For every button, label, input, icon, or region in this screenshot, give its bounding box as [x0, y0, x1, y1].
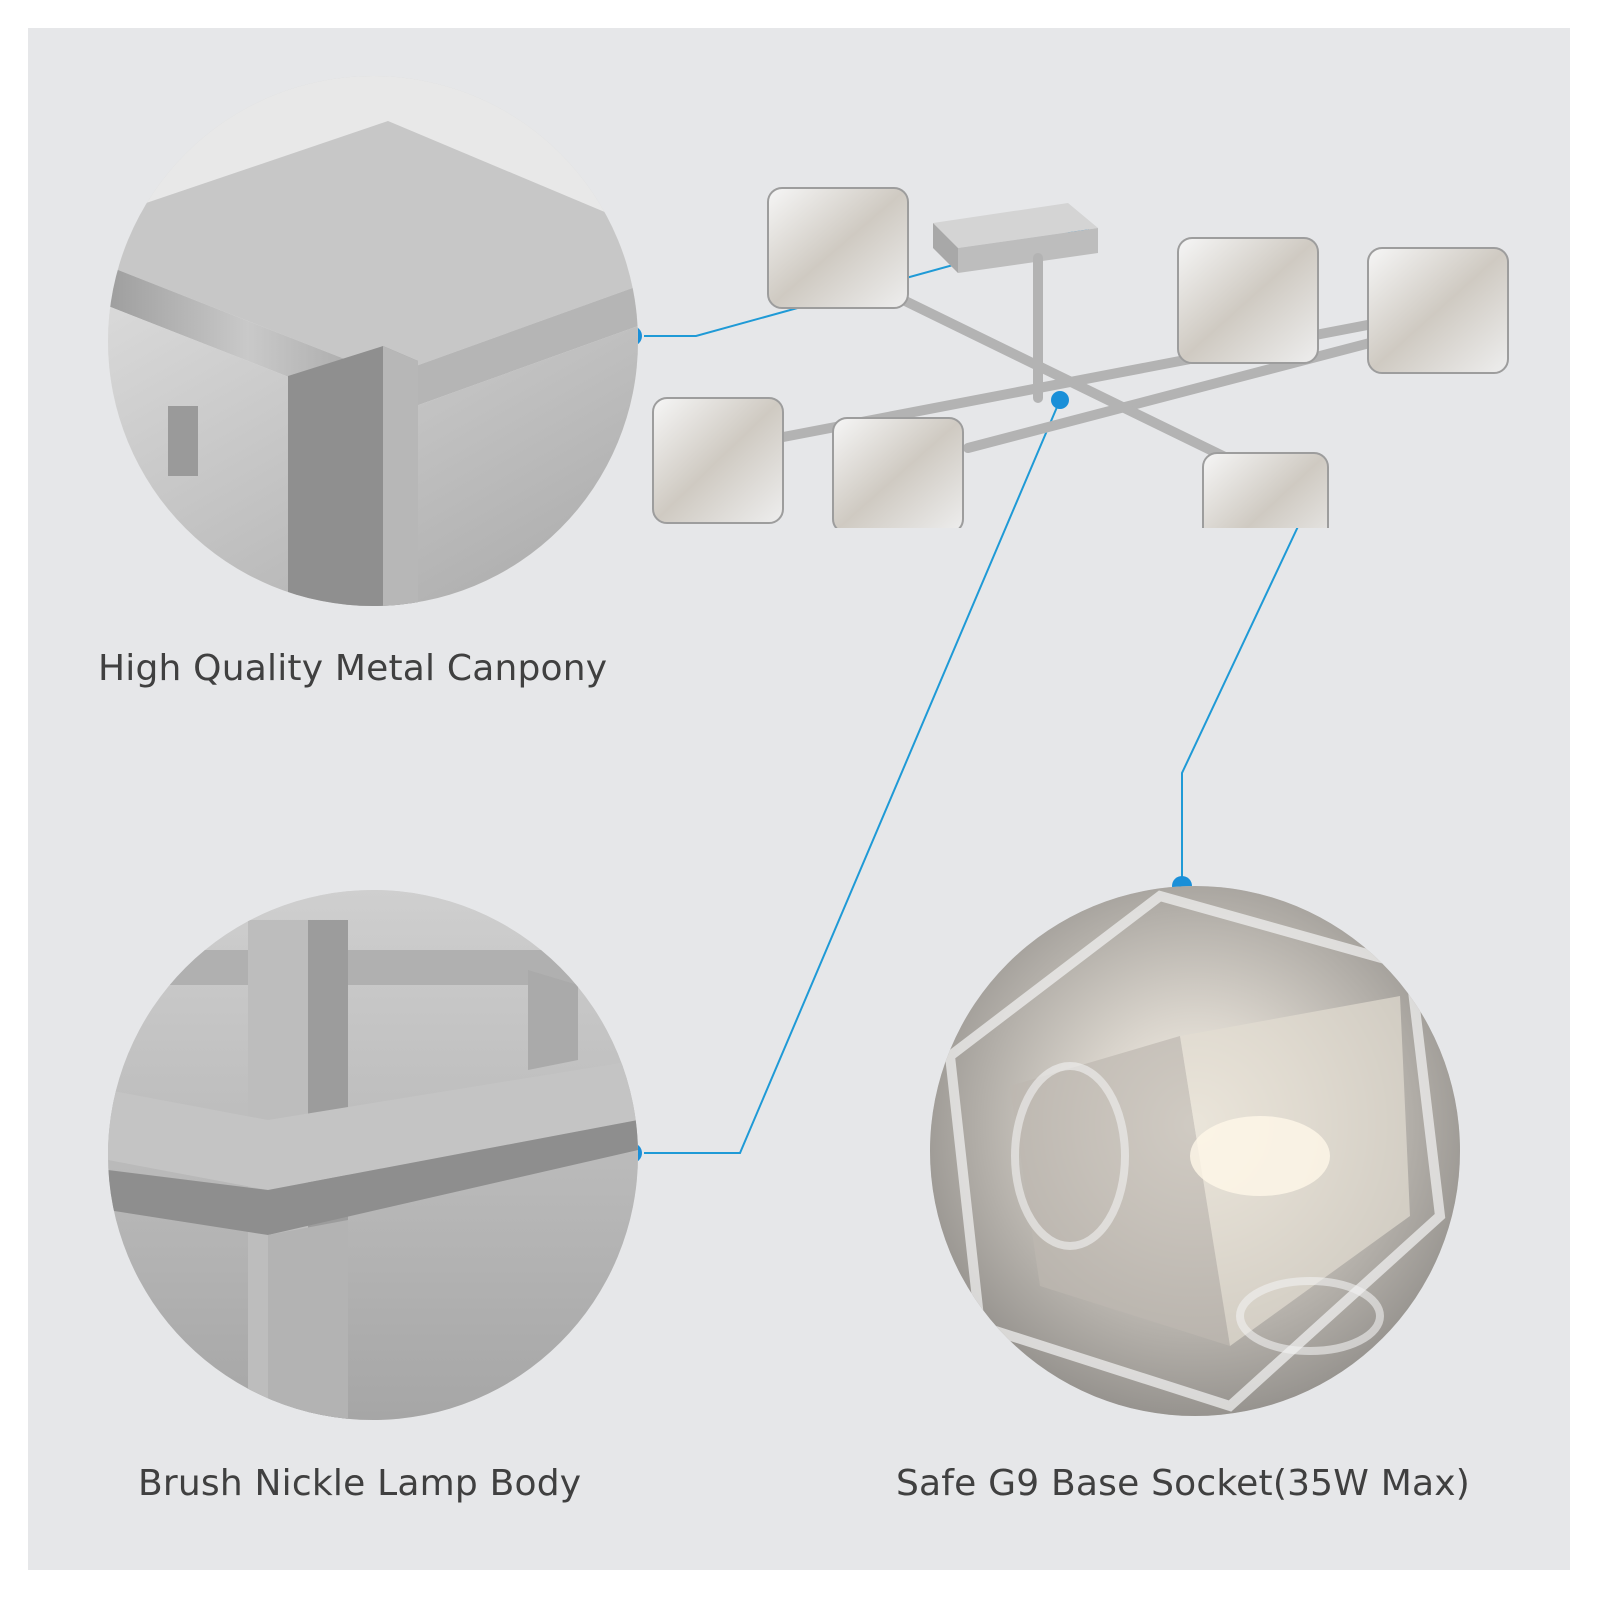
crystal-shade-1	[767, 187, 909, 309]
chandelier-product-image	[652, 187, 1509, 528]
body-target-dot	[1051, 391, 1069, 409]
crystal-shade-5	[832, 417, 964, 528]
socket-callout-line	[1181, 517, 1303, 886]
socket-closeup-image	[930, 886, 1460, 1416]
socket-label: Safe G9 Base Socket(35W Max)	[896, 1463, 1470, 1504]
body-callout-line	[644, 399, 1061, 1154]
canopy-label: High Quality Metal Canpony	[98, 648, 608, 689]
body-label: Brush Nickle Lamp Body	[138, 1463, 582, 1504]
crystal-shade-4	[652, 397, 784, 524]
body-closeup-image	[108, 890, 638, 1420]
crystal-shade-2	[1177, 237, 1319, 364]
crystal-shade-3	[1367, 247, 1509, 374]
product-panel: High Quality Metal Canpony Brush Nickle …	[28, 28, 1570, 1570]
canopy-closeup-image	[108, 76, 638, 606]
crystal-shade-6	[1202, 452, 1329, 528]
